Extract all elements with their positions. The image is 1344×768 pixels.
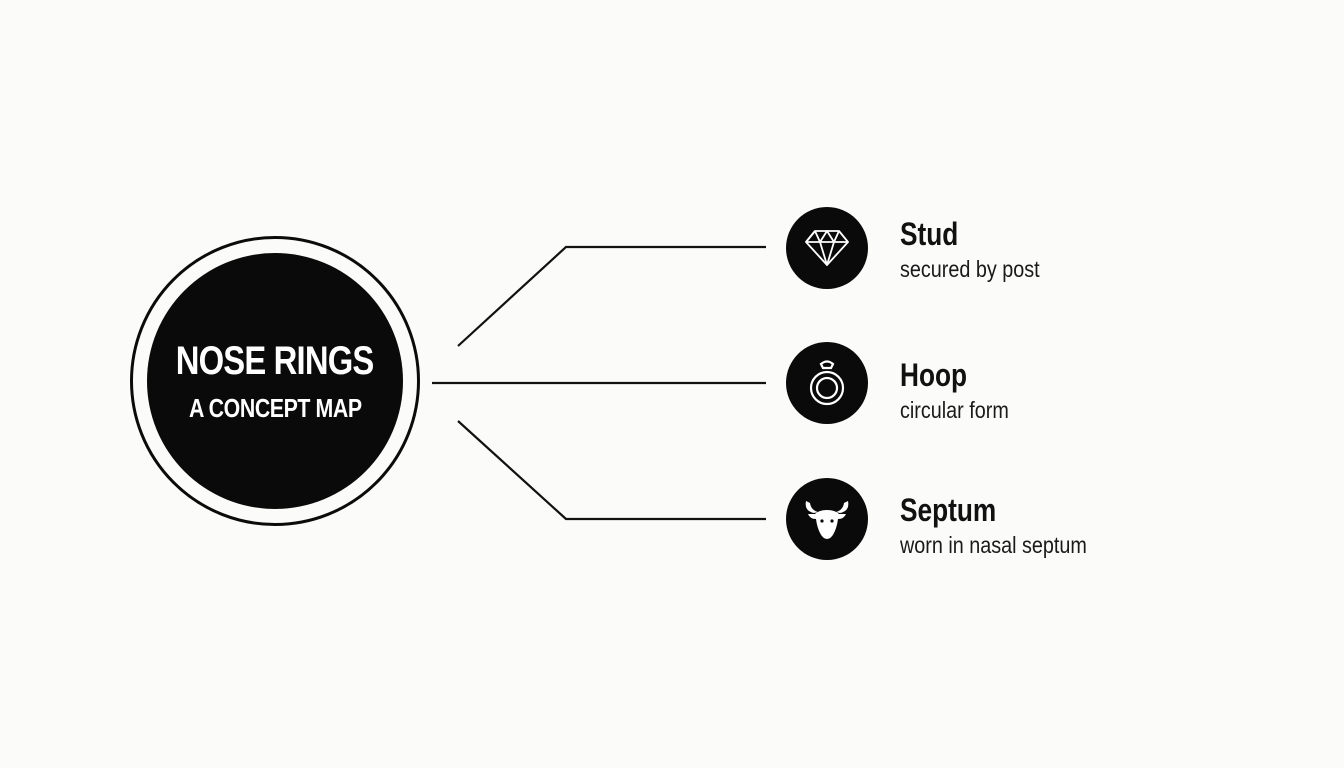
hub-title: NOSE RINGS	[176, 339, 375, 383]
connector-septum	[457, 420, 766, 521]
branch-stud: Stud secured by post	[900, 218, 1062, 281]
branch-label: Hoop	[900, 357, 968, 393]
branch-hoop: Hoop circular form	[900, 359, 1027, 422]
branch-description: circular form	[900, 397, 1009, 423]
ring-icon	[786, 342, 868, 424]
branch-septum: Septum worn in nasal septum	[900, 494, 1117, 557]
diamond-icon	[786, 207, 868, 289]
branch-label: Septum	[900, 492, 997, 528]
hub-subtitle: A CONCEPT MAP	[188, 393, 362, 423]
hub-node: NOSE RINGS A CONCEPT MAP	[147, 253, 403, 509]
bull-head-icon	[786, 478, 868, 560]
branch-description: secured by post	[900, 256, 1040, 282]
branch-description: worn in nasal septum	[900, 532, 1087, 558]
branch-label: Stud	[900, 216, 959, 252]
connector-stud	[457, 245, 766, 347]
